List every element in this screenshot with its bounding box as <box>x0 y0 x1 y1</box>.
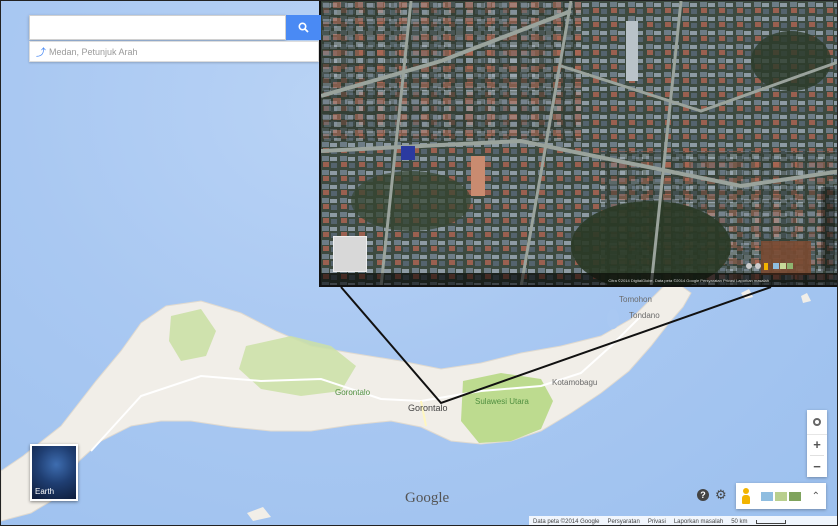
zoom-in-button[interactable]: + <box>813 437 821 453</box>
park-area <box>169 309 216 361</box>
footer-terms-link[interactable]: Persyaratan <box>607 518 640 525</box>
help-icon[interactable]: ? <box>697 489 709 501</box>
pegman-icon[interactable] <box>741 488 751 504</box>
earth-view-toggle[interactable]: Earth <box>30 444 78 501</box>
location-icon <box>813 417 821 426</box>
directions-pin-icon: ⤴ <box>36 48 46 59</box>
park-area <box>461 373 553 443</box>
layer-thumb-satellite[interactable] <box>789 491 801 501</box>
label-tomohon: Tomohon <box>619 295 652 304</box>
search-button[interactable] <box>286 15 321 40</box>
road <box>480 315 642 392</box>
inset-map-thumbnail[interactable] <box>333 236 367 272</box>
satellite-inset[interactable]: Citra ©2014 DigitalGlobe, Data peta ©201… <box>319 1 837 287</box>
my-location-button[interactable] <box>807 410 827 435</box>
label-tondano: Tondano <box>629 311 660 320</box>
search-suggestion-text: Medan, Petunjuk Arah <box>49 46 138 57</box>
footer-report-link[interactable]: Laporkan masalah <box>673 518 724 525</box>
lake <box>607 309 619 329</box>
road <box>420 400 427 427</box>
footer-scale-text: 50 km <box>731 518 748 525</box>
layer-thumb-terrain[interactable] <box>775 491 787 501</box>
label-gorontalo-region: Gorontalo <box>335 388 371 397</box>
inset-attribution: Citra ©2014 DigitalGlobe, Data peta ©201… <box>608 278 769 283</box>
layer-panel[interactable]: ⌃ <box>736 483 826 509</box>
label-gorontalo-city: Gorontalo <box>408 403 448 413</box>
inset-layer-controls[interactable] <box>745 259 795 271</box>
callout-line <box>340 286 772 405</box>
help-settings-group: ? ⚙ <box>697 487 727 502</box>
footer-privacy-link[interactable]: Privasi <box>647 518 666 525</box>
zoom-out-button[interactable]: − <box>813 459 821 475</box>
land-mass <box>1 282 692 522</box>
search-input[interactable] <box>29 15 286 40</box>
inset-controls-icon <box>746 263 793 270</box>
map-footer: Data peta ©2014 Google Persyaratan Priva… <box>529 516 837 525</box>
satellite-image <box>321 1 837 285</box>
inset-footer: Citra ©2014 DigitalGlobe, Data peta ©201… <box>321 273 837 285</box>
earth-label: Earth <box>35 487 55 496</box>
gear-icon[interactable]: ⚙ <box>715 487 727 502</box>
label-sulawesi-utara: Sulawesi Utara <box>475 397 529 406</box>
google-logo: Google <box>405 490 450 506</box>
search-icon <box>298 22 309 33</box>
zoom-separator <box>810 455 824 457</box>
inset-zoom-controls[interactable] <box>821 187 835 271</box>
footer-map-data: Data peta ©2014 Google <box>533 518 600 525</box>
label-kotamobagu: Kotamobagu <box>552 378 598 387</box>
road <box>90 374 482 452</box>
land-islet <box>801 293 811 303</box>
expand-up-icon[interactable]: ⌃ <box>811 490 820 502</box>
zoom-controls: + − <box>807 410 827 477</box>
layer-thumb-water[interactable] <box>761 491 773 501</box>
search-suggestion[interactable]: ⤴ Medan, Petunjuk Arah <box>29 41 319 62</box>
land-islet <box>247 507 271 521</box>
scale-bar <box>755 519 786 524</box>
layer-thumbnails[interactable] <box>761 491 801 501</box>
